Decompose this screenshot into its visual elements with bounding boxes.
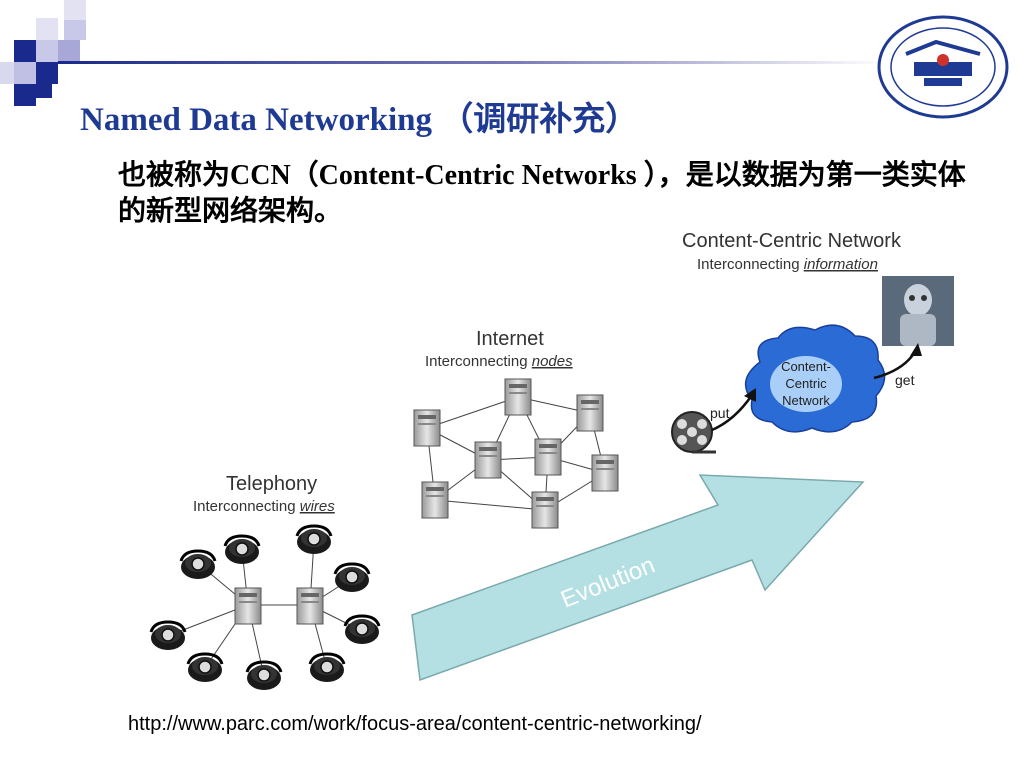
evolution-arrow (411, 474, 865, 682)
film-reel-icon (671, 411, 716, 454)
ccn-cloud (744, 324, 886, 433)
put-arrow (711, 394, 754, 432)
get-label: get (895, 372, 915, 388)
slide-title: Named Data Networking （调研补充） (80, 102, 639, 138)
slide-body-text: 也被称为CCN（Content-Centric Networks ），是以数据为… (118, 160, 966, 227)
ccn-cloud-label-2: Centric (785, 376, 827, 391)
telephony-subtitle: Interconnecting wires (193, 498, 335, 515)
robot-icon (882, 276, 954, 346)
telephone-icon (149, 524, 381, 692)
internet-title: Internet (476, 328, 544, 350)
ccn-cloud-label-1: Content- (781, 359, 831, 374)
internet-subtitle: Interconnecting nodes (425, 353, 573, 370)
put-label: put (710, 405, 730, 421)
ccn-subtitle: Interconnecting information (697, 256, 878, 273)
source-url: http://www.parc.com/work/focus-area/cont… (128, 713, 702, 735)
telephony-title: Telephony (226, 473, 317, 495)
telephony-switch (234, 587, 324, 625)
ccn-cloud-label-3: Network (782, 393, 830, 408)
university-logo (877, 15, 1009, 119)
header-rule (58, 61, 888, 64)
ccn-title: Content-Centric Network (682, 230, 902, 252)
internet-node (413, 378, 619, 529)
